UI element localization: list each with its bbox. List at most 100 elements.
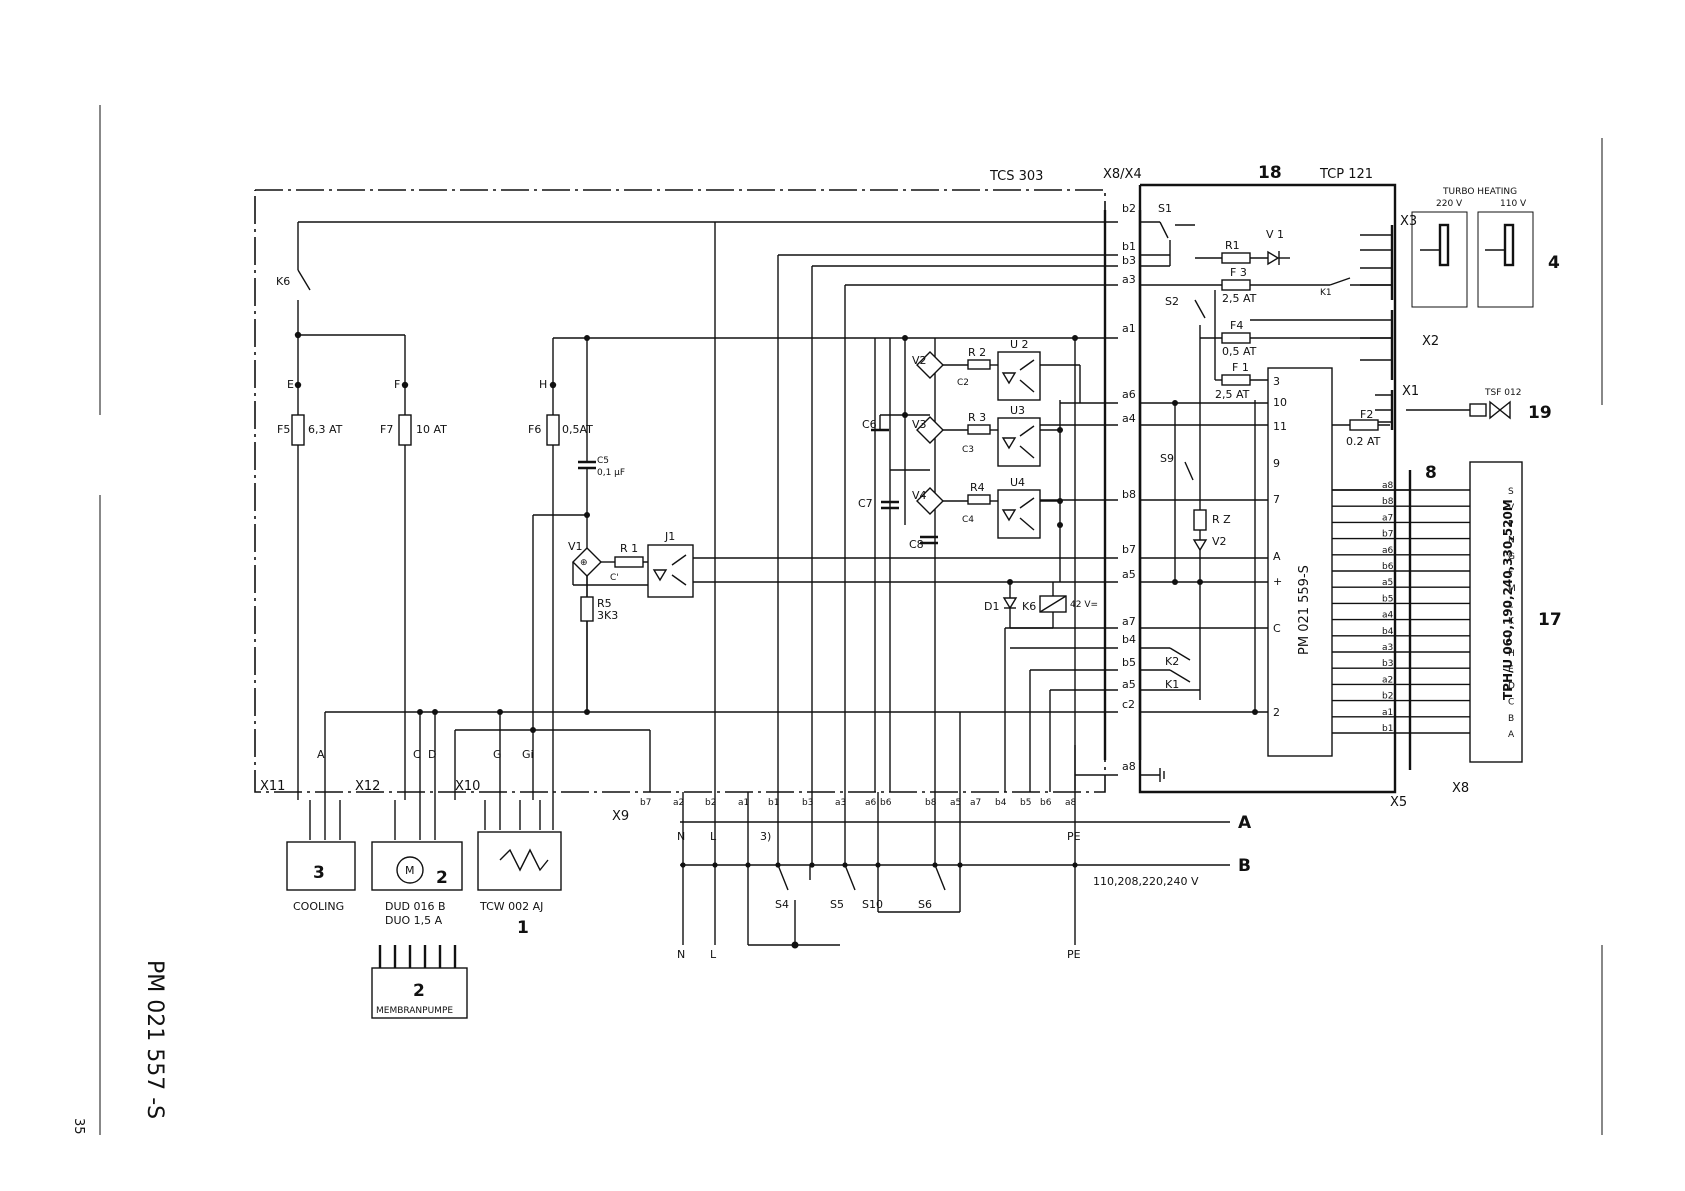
x4-terminal-b3: b3 — [1122, 254, 1136, 267]
optocoupler-section: V2 R 2 C2 U 2 V3 R 3 C3 U3 V4 R4 C4 U4 — [858, 335, 1081, 790]
right-connectors: X3 X2 X1 F2 0.2 AT TSF 012 19 — [1332, 214, 1552, 448]
x9-terminal-label: a1 — [738, 798, 749, 808]
x4-terminal-b1: b1 — [1122, 240, 1136, 253]
x8-bottom-label: X8 — [1452, 781, 1469, 796]
terminal-c: C — [413, 748, 421, 761]
x8-row: a8S — [1332, 481, 1514, 497]
bottom-devices: 3 COOLING M 2 DUD 016 B DUO 1,5 A TCW 00… — [286, 831, 562, 1019]
c3-label: C3 — [962, 445, 974, 455]
x9-terminal-label: b6 — [1040, 798, 1052, 808]
x4-terminal-b5: b5 — [1122, 656, 1136, 669]
rail-node — [745, 862, 751, 868]
x8-row: b2C — [1332, 692, 1514, 708]
c4-label: C4 — [962, 515, 974, 525]
turbo-heating: TURBO HEATING 220 V 110 V 4 — [1411, 187, 1560, 308]
x4-terminal-b7: b7 — [1122, 543, 1136, 556]
v1-label: V1 — [568, 540, 583, 553]
ref-17: 17 — [1538, 610, 1562, 630]
ref-1: 1 — [517, 918, 529, 938]
x8x4-label: X8/X4 — [1103, 167, 1142, 182]
v220-label: 220 V — [1436, 199, 1463, 209]
tcp-pin-10: 10 — [1273, 396, 1287, 409]
x4-terminal-a5b: a5 — [1122, 678, 1136, 691]
tph-pin-label: M — [1508, 584, 1516, 594]
page-margin-lines — [99, 105, 1603, 1135]
x3-label: X3 — [1400, 214, 1417, 229]
x2-label: X2 — [1422, 334, 1439, 349]
s9-label: S9 — [1160, 452, 1174, 465]
x9-terminal-label: a3 — [835, 798, 846, 808]
page-number: 35 — [71, 1118, 86, 1135]
rail-node — [875, 862, 881, 868]
s1-label: S1 — [1158, 202, 1172, 215]
x8-pin-label: b3 — [1382, 659, 1393, 669]
x9-terminal-label: b5 — [1020, 798, 1031, 808]
rail-node — [1072, 862, 1078, 868]
svg-text:⊕: ⊕ — [580, 558, 588, 568]
f4-value: 0,5 AT — [1222, 345, 1257, 358]
tph-pin-label: K — [1508, 617, 1515, 627]
tph-pin-label: C — [1508, 698, 1514, 708]
membran-label: MEMBRANPUMPE — [376, 1006, 453, 1016]
f3-label: F 3 — [1230, 266, 1247, 279]
x8-row: b4J — [1332, 627, 1511, 643]
fuse-section: K6 E F H F5 6,3 AT F7 10 AT F6 0,5AT — [276, 222, 593, 800]
rail-node — [775, 862, 781, 868]
svg-text:M: M — [405, 864, 415, 877]
ref-4: 4 — [1548, 253, 1560, 273]
terminal-h: H — [539, 378, 547, 391]
r5-label: R5 — [597, 597, 612, 610]
v110-label: 110 V — [1500, 199, 1527, 209]
tcp-pin-9: 9 — [1273, 457, 1280, 470]
f7-value: 10 AT — [416, 423, 447, 436]
x9-terminal-label: b8 — [925, 798, 937, 808]
tph-pin-label: G — [1508, 552, 1515, 562]
tcw-label: TCW 002 AJ — [479, 900, 543, 913]
terminal-g: G — [493, 748, 502, 761]
x8-row: a4K — [1332, 611, 1515, 627]
x9-label: X9 — [612, 809, 629, 824]
tph-pin-label: A — [1508, 730, 1515, 740]
tsf-label: TSF 012 — [1484, 388, 1521, 398]
x8-pin-label: a1 — [1382, 708, 1393, 718]
c6-label: C6 — [862, 418, 877, 431]
x8-pin-label: b8 — [1382, 497, 1394, 507]
x8-pin-label: b5 — [1382, 594, 1393, 604]
tcp-pin-2: 2 — [1273, 706, 1280, 719]
x9-terminal-label: a2 — [673, 798, 684, 808]
x4-terminal-strip — [1103, 210, 1142, 760]
tcs-board-label: TCS 303 — [989, 169, 1043, 184]
x9-terminal-label: a5 — [950, 798, 961, 808]
tph-pin-label: B — [1508, 714, 1514, 724]
f2-value: 0.2 AT — [1346, 435, 1381, 448]
terminal-d: D — [428, 748, 436, 761]
x8-pin-label: b7 — [1382, 530, 1393, 540]
tph-pin-label: N — [1508, 536, 1515, 546]
v1-top-label: V 1 — [1266, 228, 1284, 241]
x9-terminal-label: b6 — [880, 798, 892, 808]
ref-2b: 2 — [413, 981, 425, 1001]
f4-label: F4 — [1230, 319, 1243, 332]
pe2-label: PE — [1067, 948, 1081, 961]
ref-2: 2 — [436, 868, 448, 888]
k2-label: K2 — [1165, 655, 1179, 668]
d1-label: D1 — [984, 600, 999, 613]
r2-label: R 2 — [968, 346, 986, 359]
x4-terminal-b4: b4 — [1122, 633, 1136, 646]
x5-label: X5 — [1390, 795, 1407, 810]
rail-node — [680, 862, 686, 868]
terminal-e: E — [287, 378, 294, 391]
c-prime-label: C' — [610, 573, 619, 583]
r4-label: R4 — [970, 481, 985, 494]
k6-value: 42 V= — [1070, 600, 1098, 610]
x9-terminal-label: b3 — [802, 798, 813, 808]
ref-8: 8 — [1425, 463, 1437, 483]
x9-terminal-label: a8 — [1065, 798, 1077, 808]
x8-pin-label: a7 — [1382, 513, 1393, 523]
s2-label: S2 — [1165, 295, 1179, 308]
r1-label: R 1 — [620, 542, 638, 555]
tcp-internals: S1 R1 V 1 F 3 2,5 AT K1 S2 F4 0,5 AT F 1 — [1140, 202, 1392, 782]
x8-pin-label: a5 — [1382, 578, 1393, 588]
dud-b-label: DUO 1,5 A — [385, 914, 443, 927]
